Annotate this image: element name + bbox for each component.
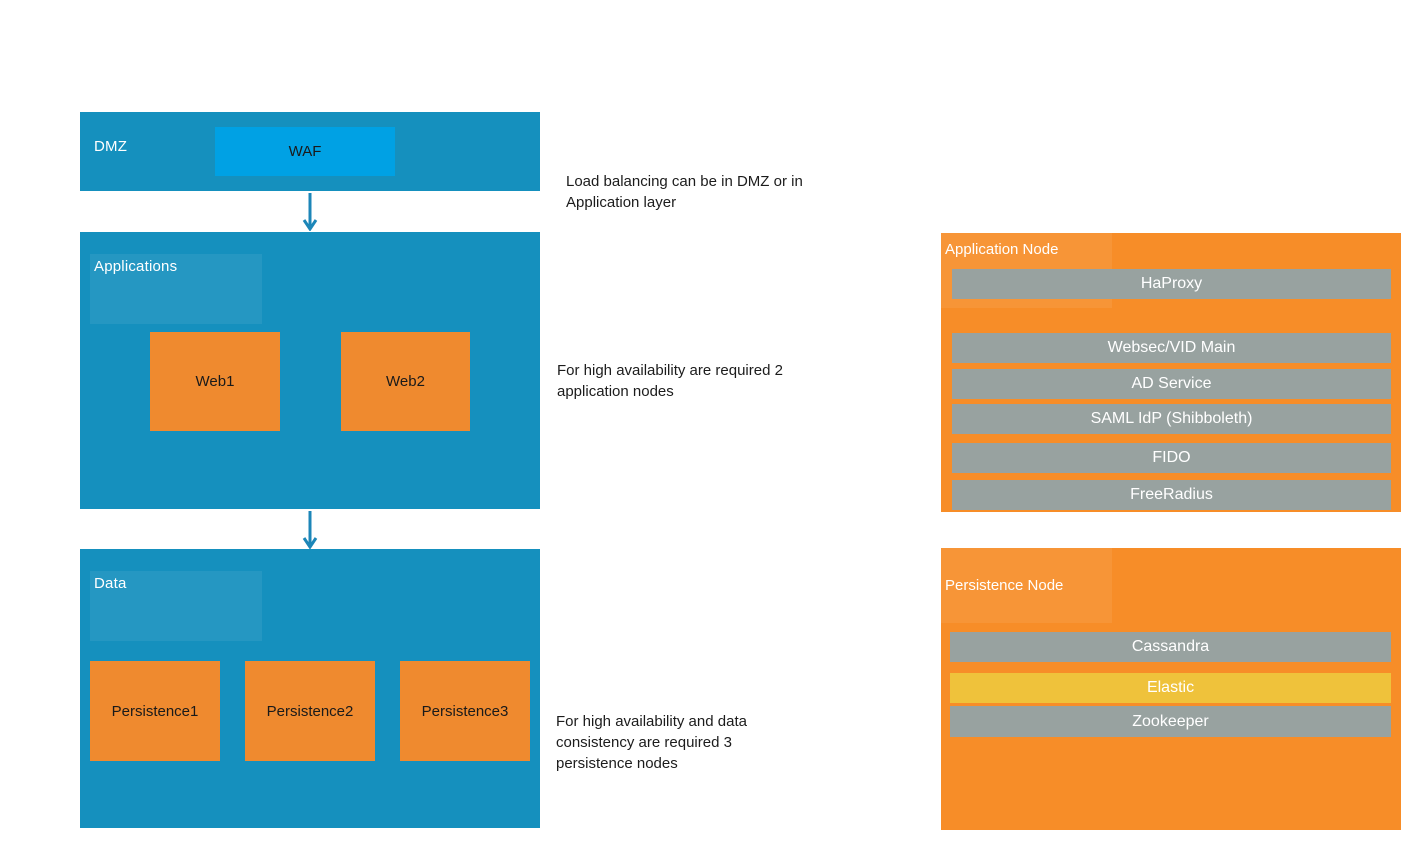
annotation-load-balancing: Load balancing can be in DMZ or in Appli… <box>566 173 803 211</box>
layer-applications-label: Applications <box>94 258 178 275</box>
layer-dmz-label: DMZ <box>94 138 128 155</box>
arrow-applications-to-data <box>302 511 318 549</box>
node-waf: WAF <box>215 127 395 176</box>
node-persistence2: Persistence2 <box>245 661 375 761</box>
service-freeradius: FreeRadius <box>952 480 1391 510</box>
service-saml-idp: SAML IdP (Shibboleth) <box>952 404 1391 434</box>
layer-dmz: DMZ WAF <box>80 112 540 191</box>
node-web1: Web1 <box>150 332 280 431</box>
service-elastic: Elastic <box>950 673 1391 703</box>
service-cassandra: Cassandra <box>950 632 1391 662</box>
node-persistence1: Persistence1 <box>90 661 220 761</box>
service-websec-vid-main: Websec/VID Main <box>952 333 1391 363</box>
node-persistence3: Persistence3 <box>400 661 530 761</box>
arrow-dmz-to-applications <box>302 193 318 231</box>
layer-data-label: Data <box>94 575 127 592</box>
service-ad-service: AD Service <box>952 369 1391 399</box>
layer-applications: Applications Web1 Web2 <box>80 232 540 509</box>
node-web2: Web2 <box>341 332 470 431</box>
panel-application-node: Application Node HaProxy Websec/VID Main… <box>941 233 1401 512</box>
annotation-application-nodes: For high availability are required 2 app… <box>557 362 783 400</box>
service-fido: FIDO <box>952 443 1391 473</box>
panel-persistence-node: Persistence Node Cassandra Elastic Zooke… <box>941 548 1401 830</box>
annotation-persistence-nodes: For high availability and data consisten… <box>556 713 747 772</box>
service-haproxy: HaProxy <box>952 269 1391 299</box>
panel-persistence-node-title: Persistence Node <box>945 577 1064 594</box>
service-zookeeper: Zookeeper <box>950 706 1391 737</box>
panel-application-node-title: Application Node <box>945 241 1059 258</box>
layer-data: Data Persistence1 Persistence2 Persisten… <box>80 549 540 828</box>
